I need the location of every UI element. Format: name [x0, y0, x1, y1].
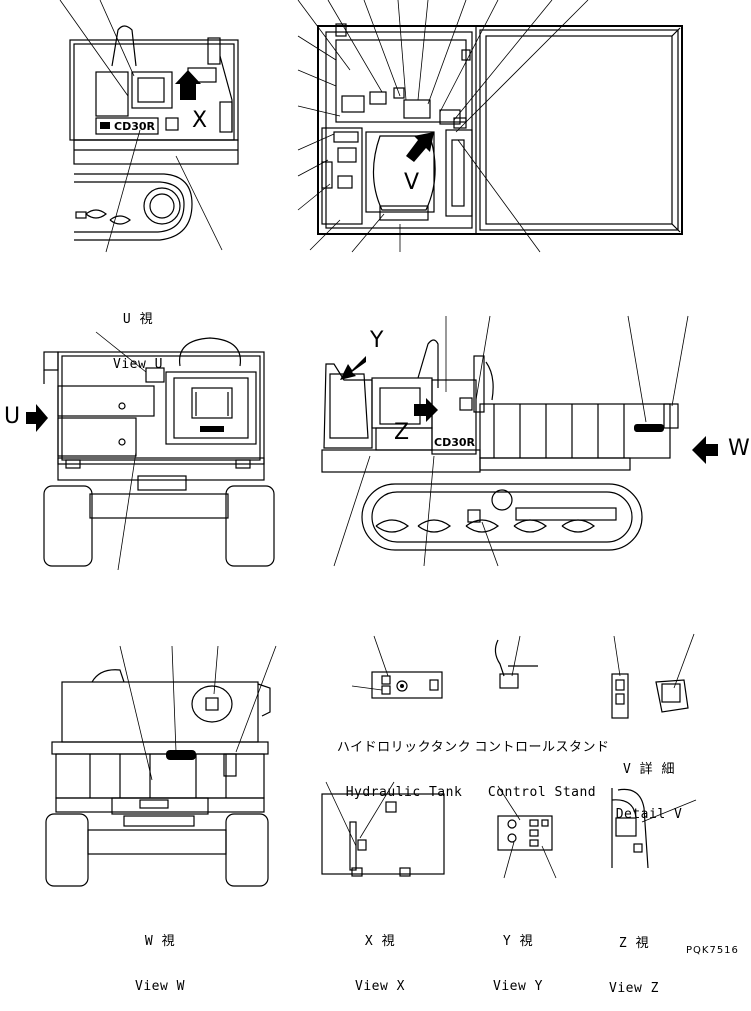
control-stand-label-en: Control Stand	[487, 785, 597, 800]
detail-v-label: V 詳 細 Detail V	[606, 732, 692, 837]
side-view-drawing	[321, 315, 718, 567]
view-x-label: X 視 View X	[342, 904, 418, 1009]
hydraulic-tank-drawing	[351, 635, 443, 699]
hydraulic-tank-label-jp: ハイドロリックタンク	[336, 740, 472, 755]
view-x-drawing	[321, 781, 445, 877]
view-w-label-jp: W 視	[144, 934, 176, 949]
marker-u: U	[4, 404, 21, 429]
detail-v-drawing	[611, 633, 695, 719]
drawing-sheet: U 視 View U W 視 View W X 視 View X Y 視 Vie…	[4, 0, 750, 996]
view-w-label-en: View W	[135, 979, 185, 994]
marker-w: W	[728, 436, 750, 461]
control-stand-label: コントロールスタンド Control Stand	[474, 710, 610, 815]
view-u-label-jp: U 視	[122, 312, 154, 327]
model-badge-side-view: CD30R	[434, 436, 475, 449]
plan-view-drawing	[297, 0, 683, 253]
marker-v: V	[404, 170, 420, 195]
marker-x: X	[192, 108, 208, 133]
view-z-label-en: View Z	[609, 981, 659, 996]
model-badge-view-u: CD30R	[114, 120, 155, 133]
sheet-code: PQK7516	[686, 945, 739, 956]
view-y-label-en: View Y	[493, 979, 543, 994]
front-view-drawing	[26, 331, 275, 571]
view-u-drawing	[59, 0, 239, 253]
view-y-drawing	[497, 785, 557, 879]
detail-v-label-jp: V 詳 細	[623, 762, 675, 777]
marker-z: Z	[394, 420, 410, 445]
drawing-canvas	[26, 0, 718, 887]
view-y-label-jp: Y 視	[502, 934, 534, 949]
control-stand-label-jp: コントロールスタンド	[474, 740, 610, 755]
hydraulic-tank-label-en: Hydraulic Tank	[345, 785, 463, 800]
view-w-label: W 視 View W	[122, 904, 198, 1009]
view-u-label: U 視 View U	[100, 282, 176, 387]
detail-v-label-en: Detail V	[615, 807, 683, 822]
view-z-label: Z 視 View Z	[596, 906, 672, 1011]
hydraulic-tank-label: ハイドロリックタンク Hydraulic Tank	[336, 710, 472, 815]
view-y-label: Y 視 View Y	[480, 904, 556, 1009]
view-z-label-jp: Z 視	[618, 936, 650, 951]
view-w-drawing	[45, 645, 277, 887]
view-u-label-en: View U	[113, 357, 163, 372]
view-x-label-jp: X 視	[364, 934, 396, 949]
control-stand-drawing	[494, 635, 538, 689]
marker-y: Y	[370, 328, 384, 353]
view-z-drawing	[611, 788, 697, 869]
view-x-label-en: View X	[355, 979, 405, 994]
